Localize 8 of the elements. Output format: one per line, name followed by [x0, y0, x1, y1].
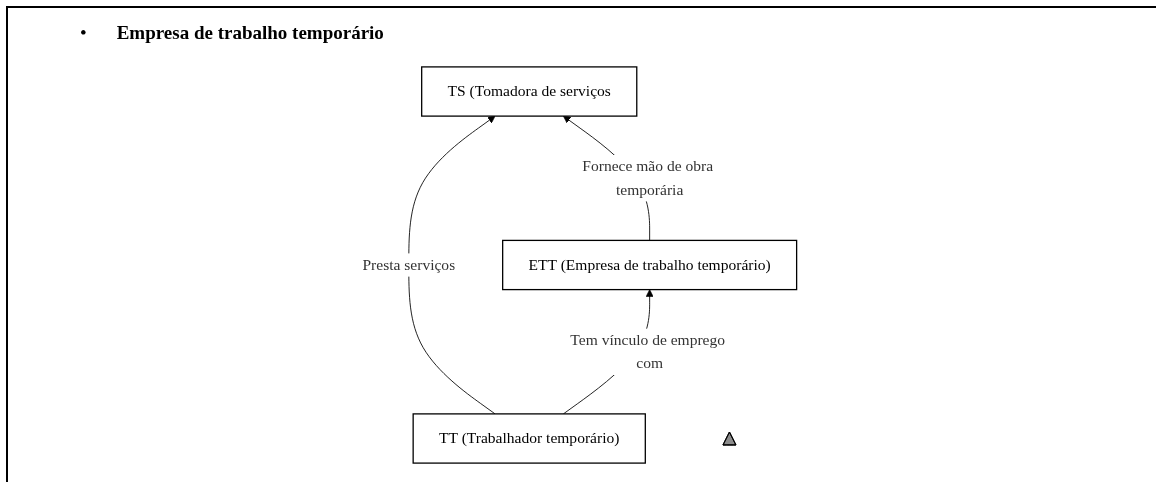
edge-label: Fornece mão de obra temporária [582, 157, 714, 199]
edge-label: Presta serviços [362, 255, 456, 274]
title: Empresa de trabalho temporário [116, 22, 384, 43]
node-box: TS (Tomadora de serviços [421, 66, 638, 117]
node-box: ETT (Empresa de trabalho temporário) [502, 239, 798, 291]
node-box: TT (Trabalhador temporário) [412, 413, 647, 464]
bullet-point: • [80, 22, 87, 43]
edge-label: Tem vínculo de emprego com [570, 331, 726, 372]
